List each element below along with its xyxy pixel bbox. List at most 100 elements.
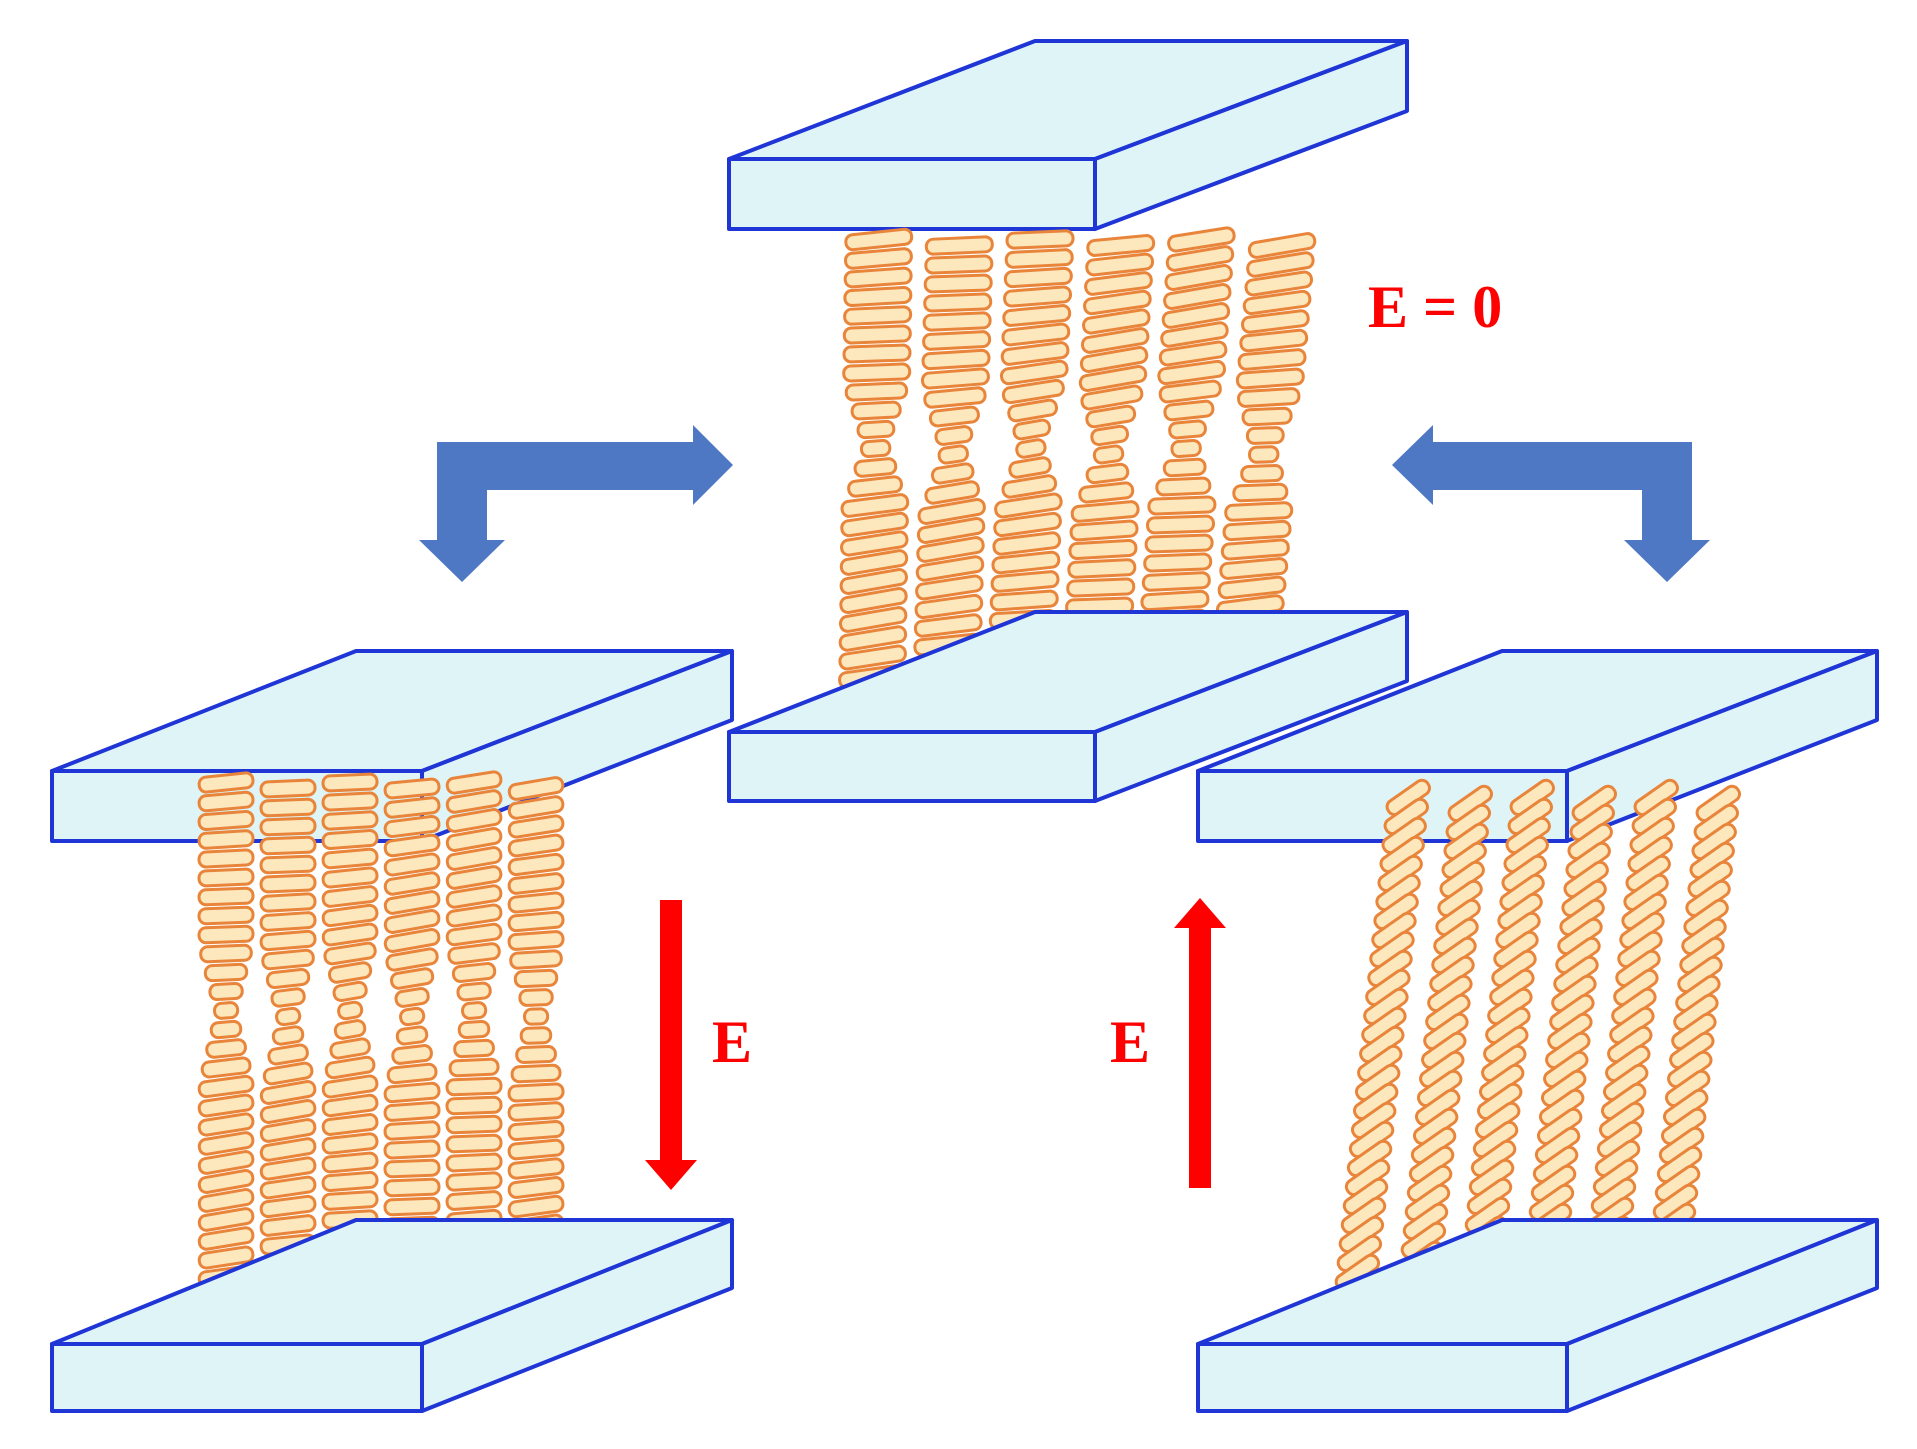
liquid-crystal-molecule	[913, 613, 983, 638]
liquid-crystal-molecule	[1078, 364, 1148, 392]
liquid-crystal-molecule	[445, 865, 503, 890]
liquid-crystal-molecule	[1066, 577, 1136, 598]
liquid-crystal-molecule	[1007, 398, 1059, 423]
liquid-crystal-molecule	[840, 511, 909, 538]
top-cell-upper-plate	[727, 39, 1409, 231]
liquid-crystal-molecule	[921, 348, 991, 371]
liquid-crystal-molecule	[513, 968, 559, 989]
liquid-crystal-molecule	[259, 797, 317, 818]
liquid-crystal-molecule	[445, 1114, 503, 1135]
liquid-crystal-molecule	[1068, 538, 1138, 561]
liquid-crystal-molecule	[321, 885, 379, 908]
liquid-crystal-molecule	[259, 1118, 317, 1143]
liquid-crystal-molecule	[197, 924, 255, 945]
liquid-crystal-molecule	[259, 929, 317, 952]
liquid-crystal-molecule	[842, 362, 912, 383]
liquid-crystal-molecule	[843, 266, 913, 289]
liquid-crystal-molecule	[383, 1196, 441, 1217]
cell-top-zero-field: E = 0	[727, 39, 1502, 803]
liquid-crystal-molecule	[383, 928, 441, 953]
liquid-crystal-molecule	[839, 586, 908, 614]
liquid-crystal-molecule	[262, 1061, 314, 1086]
liquid-crystal-molecule	[391, 1044, 433, 1065]
liquid-crystal-molecule	[197, 1245, 255, 1270]
liquid-crystal-molecule	[1146, 514, 1216, 535]
liquid-crystal-molecule	[445, 1133, 503, 1154]
liquid-crystal-molecule	[507, 814, 565, 839]
bent-double-arrow-icon	[419, 425, 733, 582]
liquid-crystal-molecule	[1245, 426, 1285, 445]
liquid-crystal-molecule	[1001, 474, 1058, 499]
liquid-crystal-molecule	[1083, 289, 1152, 316]
liquid-crystal-molecule	[1080, 384, 1144, 411]
liquid-crystal-molecule	[445, 1190, 503, 1211]
liquid-crystal-molecule	[1012, 418, 1052, 441]
liquid-crystal-molecule	[850, 400, 902, 421]
liquid-crystal-molecule	[197, 1226, 255, 1251]
liquid-crystal-molecule	[518, 988, 554, 1007]
liquid-crystal-molecule	[1248, 445, 1280, 464]
liquid-crystal-molecule	[1085, 252, 1155, 277]
liquid-crystal-molecule	[920, 367, 990, 390]
liquid-crystal-molecule	[1001, 322, 1071, 347]
liquid-crystal-molecule	[523, 1007, 550, 1026]
liquid-crystal-molecule	[507, 910, 565, 933]
liquid-crystal-molecule	[1240, 464, 1284, 483]
liquid-crystal-molecule	[1168, 419, 1207, 440]
liquid-crystal-molecule	[1165, 245, 1235, 272]
liquid-crystal-molecule	[839, 568, 908, 595]
liquid-crystal-molecule	[271, 1025, 305, 1046]
liquid-crystal-molecule	[197, 810, 255, 831]
liquid-crystal-molecule	[259, 1137, 317, 1162]
liquid-crystal-molecule	[1004, 248, 1074, 269]
liquid-crystal-molecule	[447, 942, 501, 965]
liquid-crystal-molecule	[1003, 285, 1072, 308]
liquid-crystal-molecule	[838, 625, 908, 652]
liquid-crystal-molecule	[1003, 266, 1073, 289]
liquid-crystal-molecule	[321, 810, 379, 831]
liquid-crystal-molecule	[934, 425, 974, 446]
liquid-crystal-molecule	[843, 286, 913, 307]
liquid-crystal-molecule	[270, 987, 306, 1008]
liquid-crystal-molecule	[333, 1019, 367, 1040]
liquid-crystal-molecule	[394, 987, 430, 1008]
liquid-crystal-molecule	[445, 846, 503, 871]
liquid-crystal-molecule	[1240, 309, 1310, 334]
field-up-label: E	[1110, 1009, 1150, 1075]
liquid-crystal-molecule	[197, 1131, 255, 1156]
liquid-crystal-molecule	[1247, 232, 1317, 259]
liquid-crystal-molecule	[507, 1176, 565, 1199]
liquid-crystal-molecule	[197, 829, 255, 850]
liquid-crystal-molecule	[1078, 481, 1135, 504]
liquid-crystal-molecule	[386, 1062, 438, 1085]
liquid-crystal-molecule	[1015, 438, 1047, 459]
liquid-crystal-molecule	[1085, 462, 1130, 485]
liquid-crystal-molecule	[923, 292, 993, 313]
liquid-crystal-molecule	[916, 536, 985, 563]
liquid-crystal-molecule	[1170, 438, 1202, 459]
liquid-crystal-molecule	[197, 790, 255, 813]
liquid-crystal-molecule	[445, 789, 503, 814]
liquid-crystal-molecule	[999, 359, 1069, 386]
liquid-crystal-molecule	[383, 1081, 441, 1104]
liquid-crystal-molecule	[507, 852, 565, 877]
liquid-crystal-molecule	[383, 1101, 441, 1122]
liquid-crystal-molecule	[507, 1082, 565, 1103]
liquid-crystal-molecule	[324, 1055, 376, 1080]
liquid-crystal-molecule	[847, 475, 903, 498]
liquid-crystal-molecule	[209, 1019, 243, 1040]
liquid-crystal-molecule	[991, 550, 1061, 575]
liquid-crystal-molecule	[1237, 348, 1307, 371]
liquid-crystal-molecule	[1143, 552, 1213, 573]
liquid-crystal-molecule	[1244, 270, 1314, 297]
liquid-crystal-molecule	[259, 873, 317, 894]
liquid-crystal-molecule	[261, 948, 315, 971]
liquid-crystal-molecule	[451, 962, 497, 983]
liquid-crystal-molecule	[321, 922, 379, 947]
liquid-crystal-molecule	[321, 1151, 379, 1174]
liquid-crystal-molecule	[917, 498, 986, 525]
liquid-crystal-molecule	[259, 892, 317, 913]
liquid-crystal-molecule	[507, 1119, 565, 1142]
liquid-crystal-molecule	[1157, 359, 1226, 386]
liquid-crystal-molecule	[856, 419, 896, 440]
